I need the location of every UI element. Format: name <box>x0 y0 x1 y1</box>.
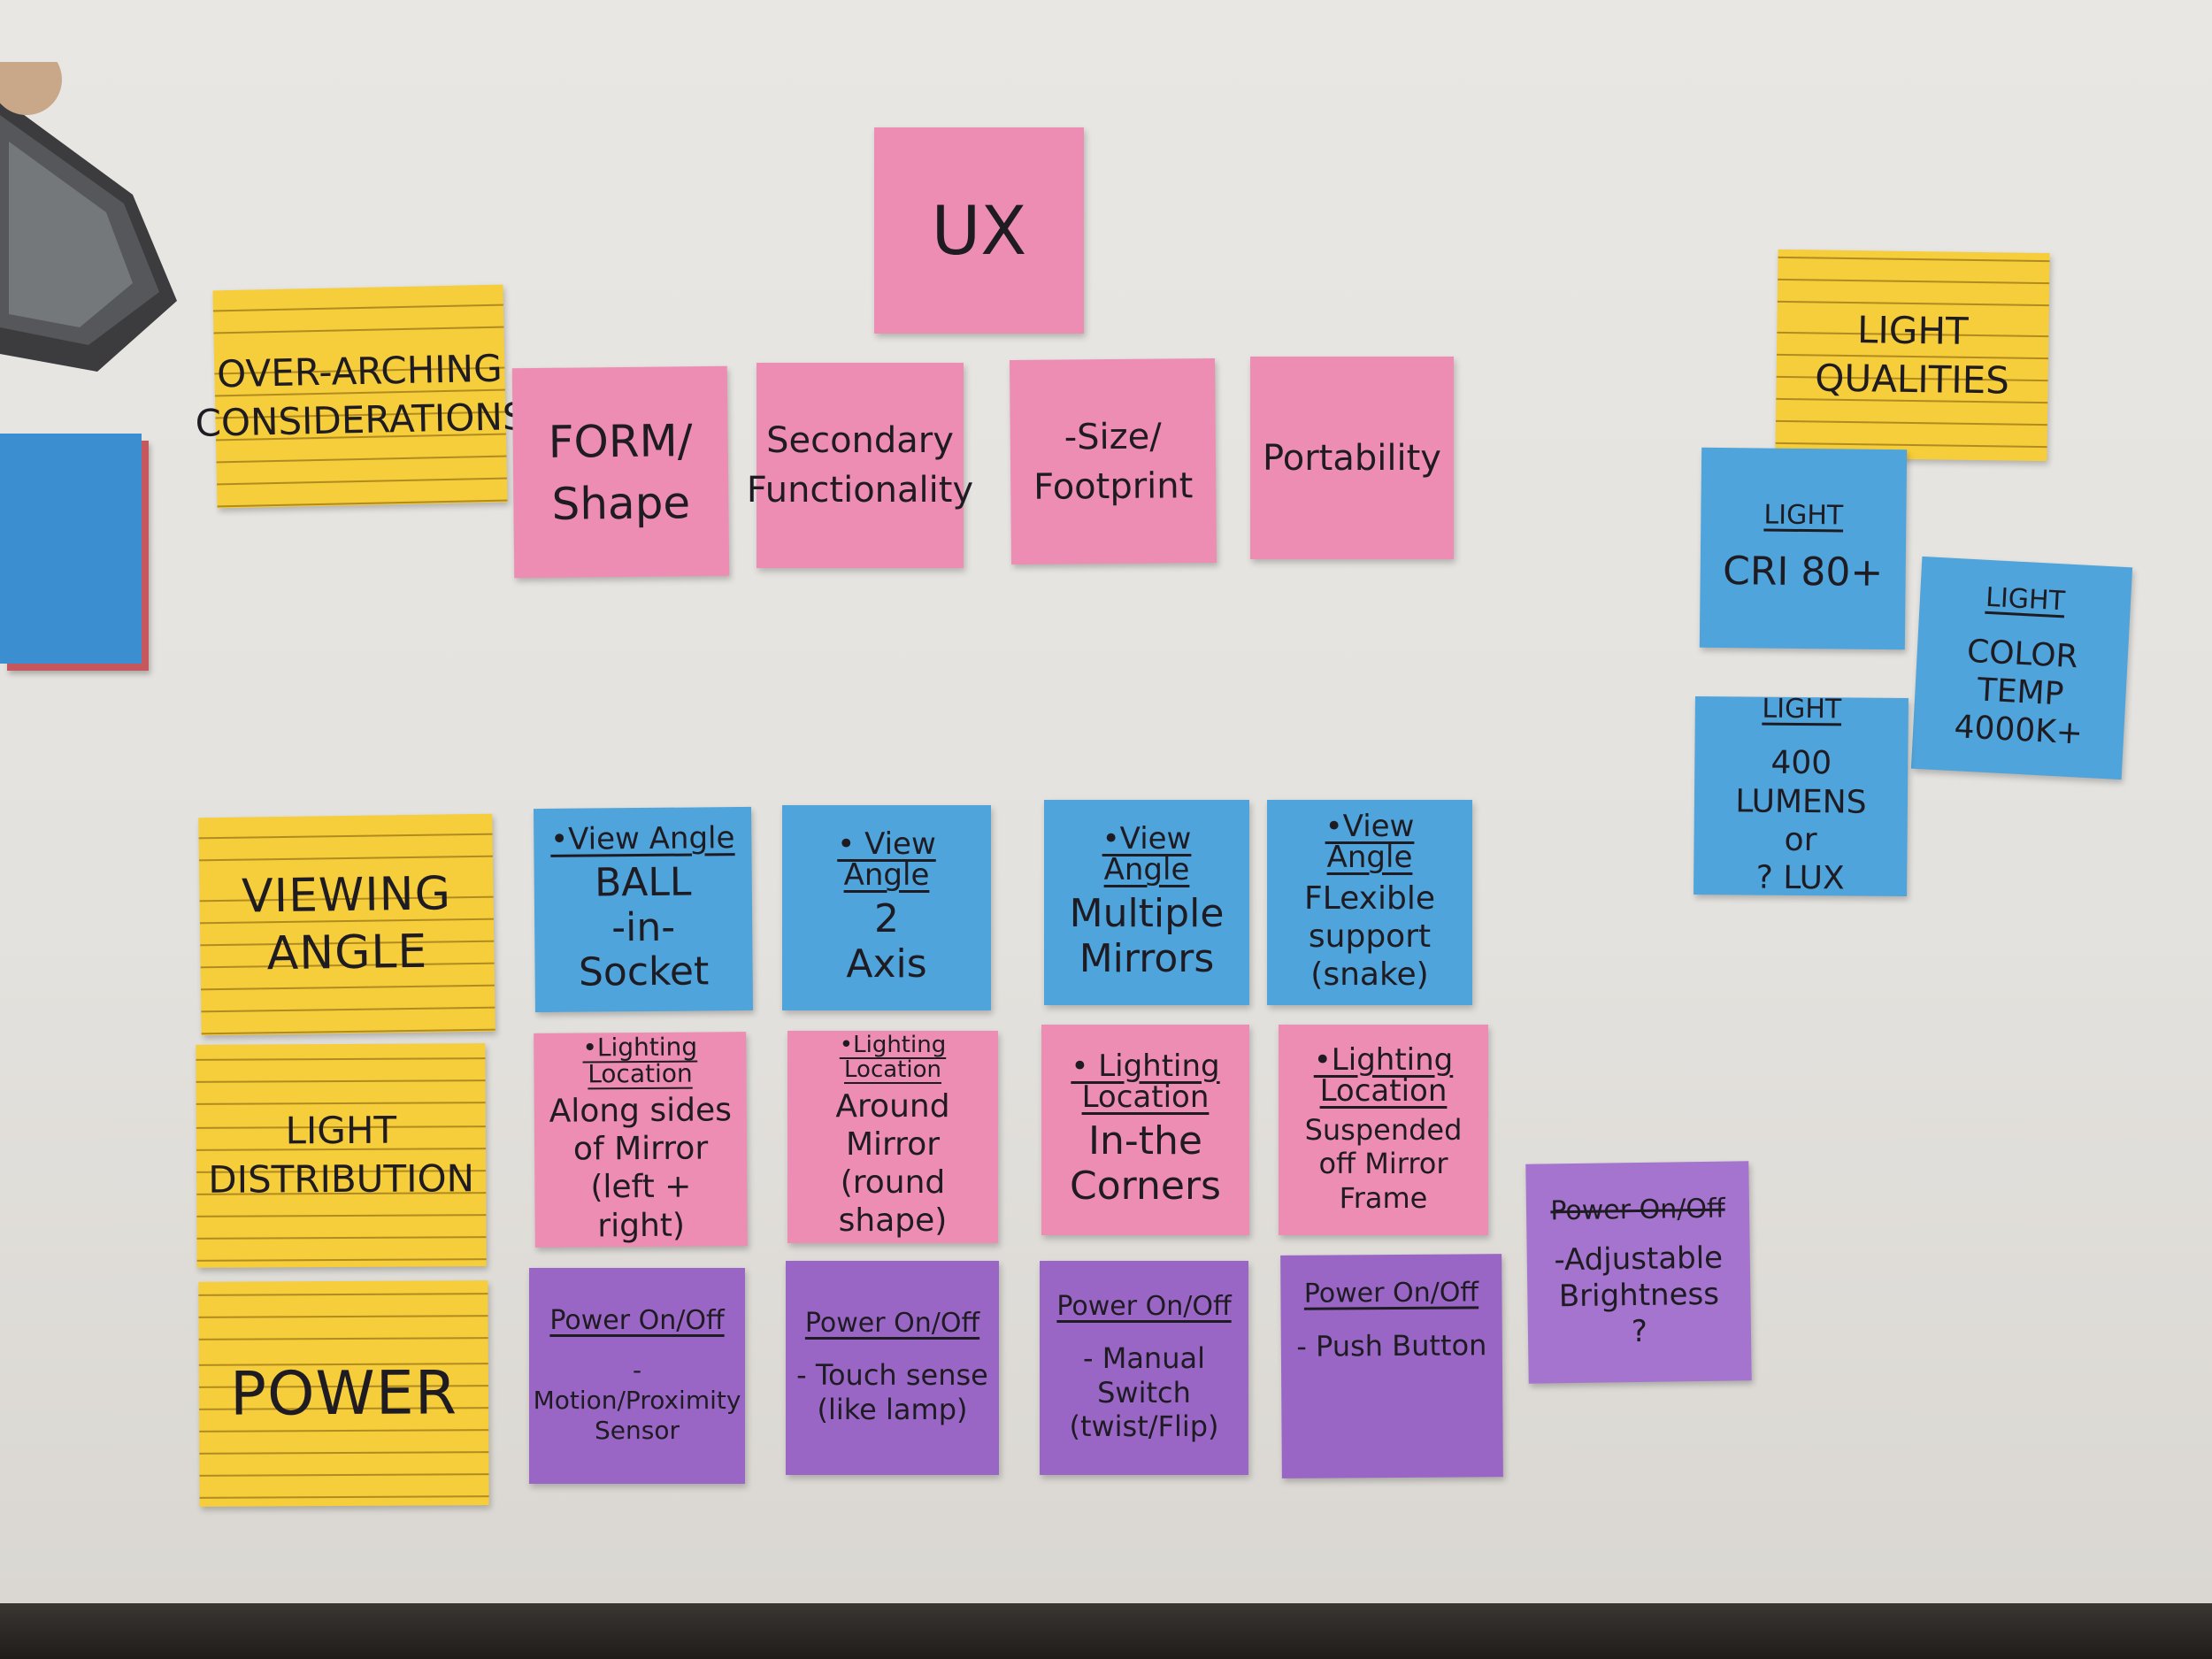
power-category-label: POWER <box>229 1357 458 1430</box>
adjustable-brightness-note[interactable]: Power On/Off -Adjustable Brightness ? <box>1525 1161 1752 1384</box>
viewing-angle-category-note[interactable]: VIEWING ANGLE <box>198 813 495 1036</box>
light-distribution-body-3: In-the Corners <box>1070 1118 1221 1209</box>
light-distribution-body-2: Around Mirror (round shape) <box>835 1087 950 1240</box>
light-distribution-note-3[interactable]: • Lighting Location In-the Corners <box>1041 1025 1249 1235</box>
viewing-angle-note-1[interactable]: •View Angle BALL -in- Socket <box>534 806 753 1013</box>
power-body-1: -Motion/Proximity Sensor <box>533 1356 741 1445</box>
light-distribution-heading-4: •Lighting Location <box>1313 1041 1454 1110</box>
power-note-1[interactable]: Power On/Off -Motion/Proximity Sensor <box>529 1268 745 1484</box>
floor-strip <box>0 1603 2212 1659</box>
light-distribution-body-1: Along sides of Mirror (left + right) <box>549 1092 733 1244</box>
color-temp-body: COLOR TEMP 4000K+ <box>1953 633 2084 753</box>
viewing-angle-body-1: BALL -in- Socket <box>578 859 710 995</box>
power-note-3[interactable]: Power On/Off - Manual Switch (twist/Flip… <box>1040 1261 1248 1475</box>
power-body-2: - Touch sense (like lamp) <box>796 1358 988 1426</box>
power-note-2[interactable]: Power On/Off - Touch sense (like lamp) <box>786 1261 999 1475</box>
power-note-4[interactable]: Power On/Off - Push Button <box>1280 1254 1503 1479</box>
light-distribution-heading-3: • Lighting Location <box>1071 1048 1220 1116</box>
power-category-note[interactable]: POWER <box>198 1280 489 1507</box>
light-distribution-note-2[interactable]: •Lighting Location Around Mirror (round … <box>787 1031 998 1243</box>
viewing-angle-body-4: FLexible support (snake) <box>1304 879 1435 994</box>
pouch-object <box>0 44 177 372</box>
cri-note[interactable]: LIGHT CRI 80+ <box>1699 447 1908 650</box>
adjustable-brightness-body: -Adjustable Brightness ? <box>1554 1240 1724 1350</box>
light-distribution-note-4[interactable]: •Lighting Location Suspended off Mirror … <box>1279 1025 1488 1235</box>
overarching-label: OVER-ARCHING CONSIDERATIONS <box>195 347 526 445</box>
color-temp-heading: LIGHT <box>1985 582 2066 618</box>
portability-label: Portability <box>1263 437 1441 479</box>
light-distribution-category-label: LIGHT DISTRIBUTION <box>208 1109 475 1202</box>
light-distribution-note-1[interactable]: •Lighting Location Along sides of Mirror… <box>534 1032 748 1248</box>
form-shape-label: FORM/ Shape <box>548 414 693 530</box>
power-heading-1: Power On/Off <box>549 1304 725 1336</box>
viewing-angle-heading-2: • View Angle <box>837 826 936 894</box>
lumens-body: 400 LUMENS or ? LUX <box>1735 745 1867 897</box>
portability-note[interactable]: Portability <box>1250 357 1454 559</box>
lumens-heading: LIGHT <box>1762 693 1842 726</box>
overarching-considerations-note[interactable]: OVER-ARCHING CONSIDERATIONS <box>195 284 526 509</box>
light-distribution-heading-1: •Lighting Location <box>582 1032 698 1089</box>
pouch-icon <box>0 44 177 372</box>
light-qualities-label: LIGHT QUALITIES <box>1815 308 2010 403</box>
power-heading-2: Power On/Off <box>804 1307 980 1339</box>
viewing-angle-note-4[interactable]: •View Angle FLexible support (snake) <box>1267 800 1472 1005</box>
secondary-label: Secondary Functionality <box>746 420 974 511</box>
viewing-angle-note-3[interactable]: •View Angle Multiple Mirrors <box>1044 800 1249 1005</box>
blue-notepad-stack <box>0 434 142 664</box>
viewing-angle-heading-3: •View Angle <box>1102 820 1192 888</box>
power-body-4: - Push Button <box>1296 1327 1487 1363</box>
secondary-functionality-note[interactable]: Secondary Functionality <box>747 363 973 568</box>
lumens-note[interactable]: LIGHT 400 LUMENS or ? LUX <box>1694 693 1909 897</box>
viewing-angle-heading-4: •View Angle <box>1325 808 1415 876</box>
struck-heading: Power On/Off <box>1550 1193 1725 1227</box>
size-footprint-note[interactable]: -Size/ Footprint <box>1009 357 1217 565</box>
size-label: -Size/ Footprint <box>1033 416 1194 508</box>
cri-body: CRI 80+ <box>1722 549 1884 596</box>
light-distribution-heading-2: •Lighting Location <box>839 1032 947 1083</box>
ux-note[interactable]: UX <box>874 127 1084 334</box>
ux-label: UX <box>931 191 1027 270</box>
power-body-3: - Manual Switch (twist/Flip) <box>1069 1341 1219 1443</box>
cri-heading: LIGHT <box>1763 499 1844 532</box>
power-heading-3: Power On/Off <box>1056 1290 1232 1322</box>
light-distribution-body-4: Suspended off Mirror Frame <box>1304 1113 1463 1215</box>
power-heading-4: Power On/Off <box>1303 1277 1479 1310</box>
light-qualities-note[interactable]: LIGHT QUALITIES <box>1775 249 2050 462</box>
viewing-angle-body-2: 2 Axis <box>846 896 927 987</box>
viewing-angle-heading-1: •View Angle <box>549 820 735 858</box>
light-distribution-category-note[interactable]: LIGHT DISTRIBUTION <box>196 1043 487 1268</box>
form-shape-note[interactable]: FORM/ Shape <box>511 365 730 579</box>
viewing-angle-body-3: Multiple Mirrors <box>1069 891 1225 981</box>
viewing-angle-category-label: VIEWING ANGLE <box>241 867 452 981</box>
viewing-angle-note-2[interactable]: • View Angle 2 Axis <box>782 805 991 1010</box>
color-temp-note[interactable]: LIGHT COLOR TEMP 4000K+ <box>1910 556 2133 780</box>
